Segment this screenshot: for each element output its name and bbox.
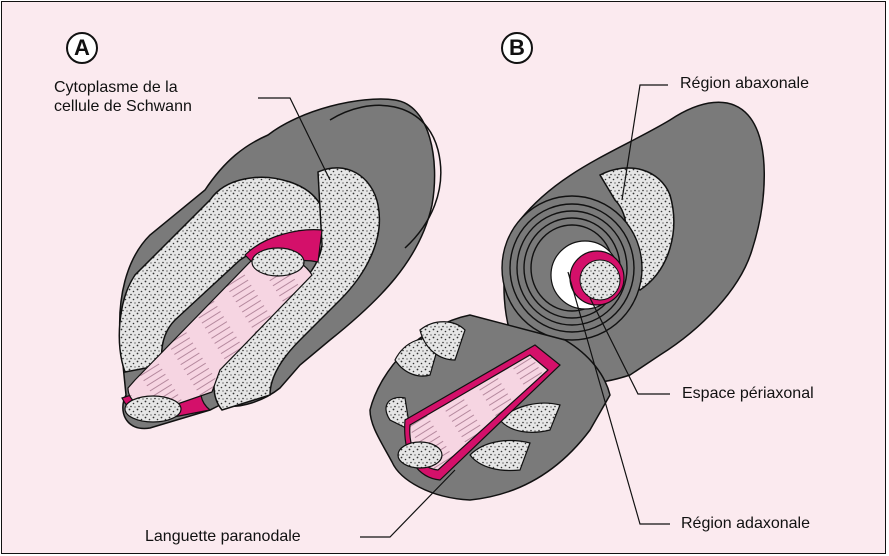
panel-b-badge: B xyxy=(501,32,533,64)
panel-a-badge: A xyxy=(66,32,98,64)
label-schwann-cytoplasm-line2: cellule de Schwann xyxy=(54,97,192,116)
label-periaxonal-space: Espace périaxonal xyxy=(682,384,814,403)
axon-b xyxy=(580,260,620,300)
label-schwann-cytoplasm-line1: Cytoplasme de la xyxy=(54,78,192,97)
label-abaxonal-region: Région abaxonale xyxy=(680,74,809,93)
label-schwann-cytoplasm: Cytoplasme de la cellule de Schwann xyxy=(54,78,192,116)
label-adaxonal-region: Région adaxonale xyxy=(681,514,810,533)
axon-cut-face-a xyxy=(252,248,304,276)
label-paranodal-tongue: Languette paranodale xyxy=(145,527,301,546)
